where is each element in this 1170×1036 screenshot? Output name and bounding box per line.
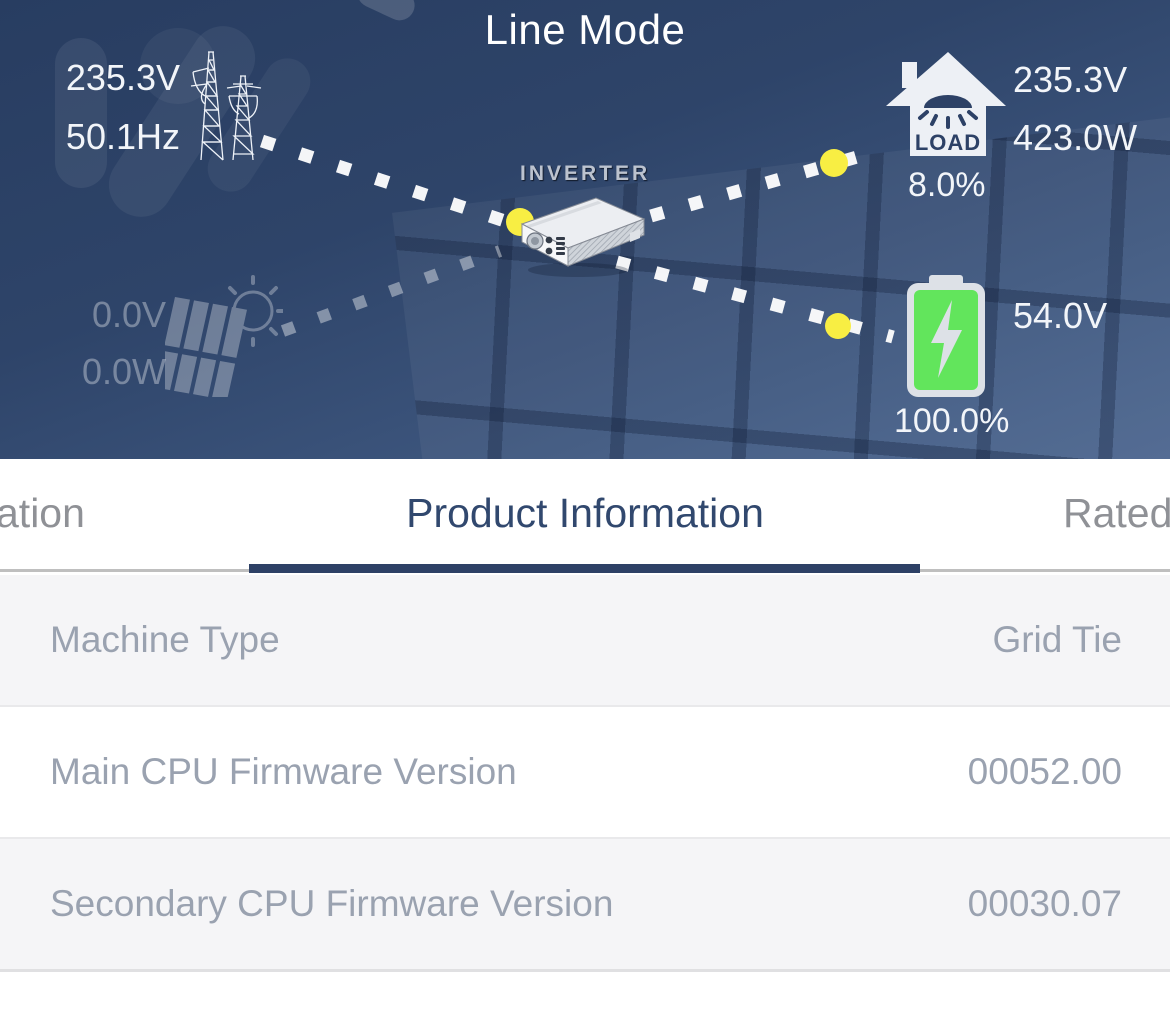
tab-rated-information[interactable]: Rated — [1063, 490, 1170, 536]
grid-to-inverter-line — [259, 134, 517, 231]
inverter-to-battery-line — [615, 255, 895, 344]
pv-values: 0.0V 0.0W — [58, 294, 166, 393]
flow-dot — [825, 313, 851, 339]
row-label: Machine Type — [50, 619, 280, 660]
row-value: 00052.00 — [967, 751, 1122, 792]
tab-basic-information[interactable]: ation — [0, 490, 85, 536]
battery-voltage: 54.0V — [1013, 295, 1108, 336]
battery-icon — [907, 275, 985, 397]
table-row: Machine Type Grid Tie — [0, 575, 1170, 707]
load-values: 235.3V 423.0W — [1013, 59, 1137, 159]
pv-voltage: 0.0V — [91, 294, 166, 335]
table-row: Main CPU Firmware Version 00052.00 — [0, 707, 1170, 839]
row-label: Main CPU Firmware Version — [50, 751, 517, 792]
row-value: 00030.07 — [967, 883, 1122, 924]
pv-power: 0.0W — [81, 351, 166, 392]
grid-voltage: 235.3V — [65, 57, 180, 98]
tab-bar: ation Product Information Rated — [0, 459, 1170, 575]
inverter-icon — [520, 197, 646, 277]
table-row: Secondary CPU Firmware Version 00030.07 — [0, 839, 1170, 972]
mode-title: Line Mode — [484, 6, 686, 53]
grid-values: 235.3V 50.1Hz — [52, 57, 180, 158]
tab-product-information[interactable]: Product Information — [406, 490, 764, 536]
load-house-icon: LOAD — [886, 52, 1006, 156]
inverter-label: INVERTER — [520, 162, 651, 185]
grid-frequency: 50.1Hz — [65, 116, 180, 157]
flow-dot — [820, 149, 848, 177]
product-information-table: Machine Type Grid Tie Main CPU Firmware … — [0, 575, 1170, 972]
battery-percent: 100.0% — [894, 402, 1010, 440]
line-mode-panel: Line Mode 235.3V 50.1Hz — [0, 0, 1170, 459]
row-label: Secondary CPU Firmware Version — [50, 883, 614, 924]
load-label: LOAD — [915, 130, 981, 155]
utility-grid-icon — [190, 51, 262, 161]
active-tab-underline — [249, 564, 920, 573]
pv-to-inverter-line — [280, 245, 503, 337]
decor-capsule — [55, 38, 107, 188]
load-voltage: 235.3V — [1013, 59, 1128, 100]
row-value: Grid Tie — [992, 619, 1122, 660]
load-percent: 8.0% — [908, 166, 986, 204]
load-power: 423.0W — [1013, 117, 1138, 158]
solar-panel-icon — [165, 275, 283, 397]
